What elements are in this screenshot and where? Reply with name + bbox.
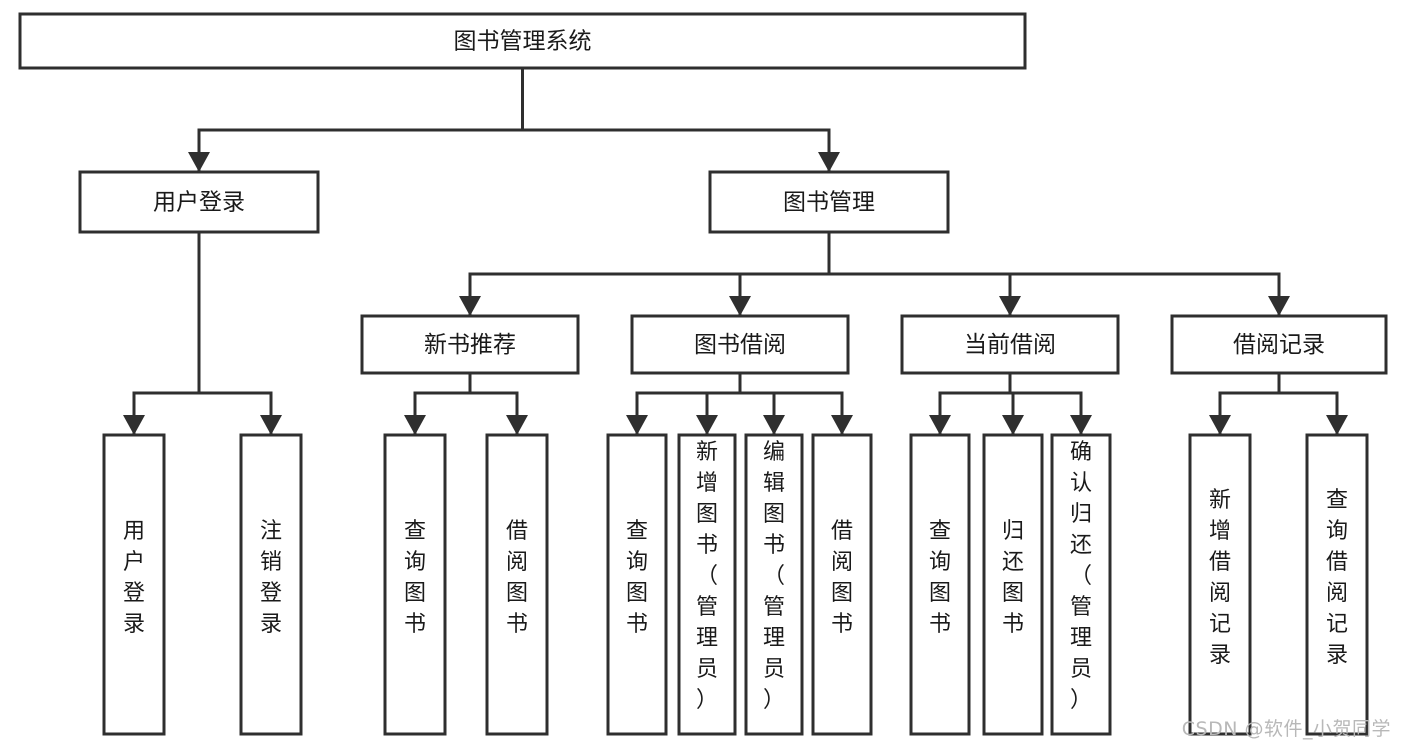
edge-arrowhead: [1326, 415, 1348, 435]
edge-arrowhead: [1268, 296, 1290, 316]
node-box-user-login: [78, 170, 320, 234]
node-leaf-logout[interactable]: 注销登录: [239, 433, 303, 736]
node-leaf-return-book[interactable]: 归还图书: [982, 433, 1044, 736]
node-box-book-manage: [708, 170, 950, 234]
nodes-layer: 图书管理系统用户登录图书管理新书推荐图书借阅当前借阅借阅记录用户登录注销登录查询…: [18, 12, 1388, 736]
node-label-leaf-add-book: 新增图书（管理员）: [696, 440, 718, 713]
node-label-leaf-query-book-3: 查询图书: [929, 519, 951, 637]
edges-layer: [123, 66, 1348, 437]
edge-arrowhead: [1002, 415, 1024, 435]
node-box-leaf-borrow-book-2: [811, 433, 873, 736]
node-leaf-add-book[interactable]: 新增图书（管理员）: [677, 433, 737, 736]
edge-arrowhead: [123, 415, 145, 435]
node-box-leaf-return-book: [982, 433, 1044, 736]
node-label-leaf-edit-book: 编辑图书（管理员）: [763, 440, 785, 713]
edge-group-book-manage: [459, 230, 1290, 318]
edge-group-book-borrow: [626, 371, 853, 437]
edge-arrowhead: [696, 415, 718, 435]
node-root[interactable]: 图书管理系统: [18, 12, 1027, 70]
node-leaf-query-record[interactable]: 查询借阅记录: [1305, 433, 1369, 736]
node-label-user-login: 用户登录: [153, 190, 245, 216]
edge-group-current-borrow: [929, 371, 1092, 437]
node-label-leaf-return-book: 归还图书: [1002, 519, 1024, 637]
edge-arrowhead: [260, 415, 282, 435]
node-leaf-query-book-2[interactable]: 查询图书: [606, 433, 668, 736]
node-label-leaf-borrow-book-1: 借阅图书: [506, 519, 528, 637]
node-box-borrow-record: [1170, 314, 1388, 375]
node-current-borrow[interactable]: 当前借阅: [900, 314, 1120, 375]
node-box-leaf-query-record: [1305, 433, 1369, 736]
node-label-leaf-user-login: 用户登录: [123, 519, 145, 637]
node-box-root: [18, 12, 1027, 70]
node-new-book-recommend[interactable]: 新书推荐: [360, 314, 580, 375]
edge-arrowhead: [729, 296, 751, 316]
edge-group-root: [188, 66, 840, 174]
edge-arrowhead: [626, 415, 648, 435]
node-box-leaf-user-login: [102, 433, 166, 736]
node-user-login[interactable]: 用户登录: [78, 170, 320, 234]
edge-arrowhead: [459, 296, 481, 316]
csdn-watermark: CSDN @软件_小贺同学: [1181, 718, 1391, 740]
node-box-leaf-borrow-book-1: [485, 433, 549, 736]
node-leaf-query-book-1[interactable]: 查询图书: [383, 433, 447, 736]
node-leaf-borrow-book-2[interactable]: 借阅图书: [811, 433, 873, 736]
node-label-leaf-logout: 注销登录: [260, 519, 282, 637]
edge-arrowhead: [1209, 415, 1231, 435]
node-label-leaf-query-record: 查询借阅记录: [1326, 488, 1348, 668]
node-leaf-add-record[interactable]: 新增借阅记录: [1188, 433, 1252, 736]
edge-arrowhead: [929, 415, 951, 435]
edge-arrowhead: [506, 415, 528, 435]
node-label-book-manage: 图书管理: [783, 190, 875, 216]
node-leaf-borrow-book-1[interactable]: 借阅图书: [485, 433, 549, 736]
node-box-new-book-recommend: [360, 314, 580, 375]
edge-arrowhead: [188, 152, 210, 172]
edge-group-borrow-record: [1209, 371, 1348, 437]
node-label-leaf-query-book-2: 查询图书: [626, 519, 648, 637]
edge-arrowhead: [818, 152, 840, 172]
node-book-borrow[interactable]: 图书借阅: [630, 314, 850, 375]
node-box-leaf-add-book: [677, 433, 737, 736]
edge-group-new-book-recommend: [404, 371, 528, 437]
edge-arrowhead: [1070, 415, 1092, 435]
node-label-root: 图书管理系统: [454, 29, 592, 55]
node-label-book-borrow: 图书借阅: [694, 332, 786, 358]
node-box-leaf-confirm-return: [1050, 433, 1112, 736]
node-box-current-borrow: [900, 314, 1120, 375]
node-leaf-query-book-3[interactable]: 查询图书: [909, 433, 971, 736]
node-label-leaf-query-book-1: 查询图书: [404, 519, 426, 637]
node-borrow-record[interactable]: 借阅记录: [1170, 314, 1388, 375]
edge-arrowhead: [763, 415, 785, 435]
node-box-leaf-add-record: [1188, 433, 1252, 736]
node-label-new-book-recommend: 新书推荐: [424, 332, 516, 358]
node-box-leaf-edit-book: [744, 433, 804, 736]
node-box-book-borrow: [630, 314, 850, 375]
node-leaf-user-login[interactable]: 用户登录: [102, 433, 166, 736]
node-label-leaf-confirm-return: 确认归还（管理员）: [1070, 440, 1092, 713]
node-label-borrow-record: 借阅记录: [1233, 332, 1325, 358]
edge-arrowhead: [999, 296, 1021, 316]
edge-group-user-login: [123, 230, 282, 437]
node-label-leaf-borrow-book-2: 借阅图书: [831, 519, 853, 637]
node-box-leaf-query-book-2: [606, 433, 668, 736]
node-leaf-confirm-return[interactable]: 确认归还（管理员）: [1050, 433, 1112, 736]
node-box-leaf-logout: [239, 433, 303, 736]
edge-arrowhead: [831, 415, 853, 435]
node-box-leaf-query-book-3: [909, 433, 971, 736]
node-book-manage[interactable]: 图书管理: [708, 170, 950, 234]
node-leaf-edit-book[interactable]: 编辑图书（管理员）: [744, 433, 804, 736]
edge-arrowhead: [404, 415, 426, 435]
node-label-leaf-add-record: 新增借阅记录: [1209, 488, 1231, 668]
node-box-leaf-query-book-1: [383, 433, 447, 736]
node-label-current-borrow: 当前借阅: [964, 332, 1056, 358]
